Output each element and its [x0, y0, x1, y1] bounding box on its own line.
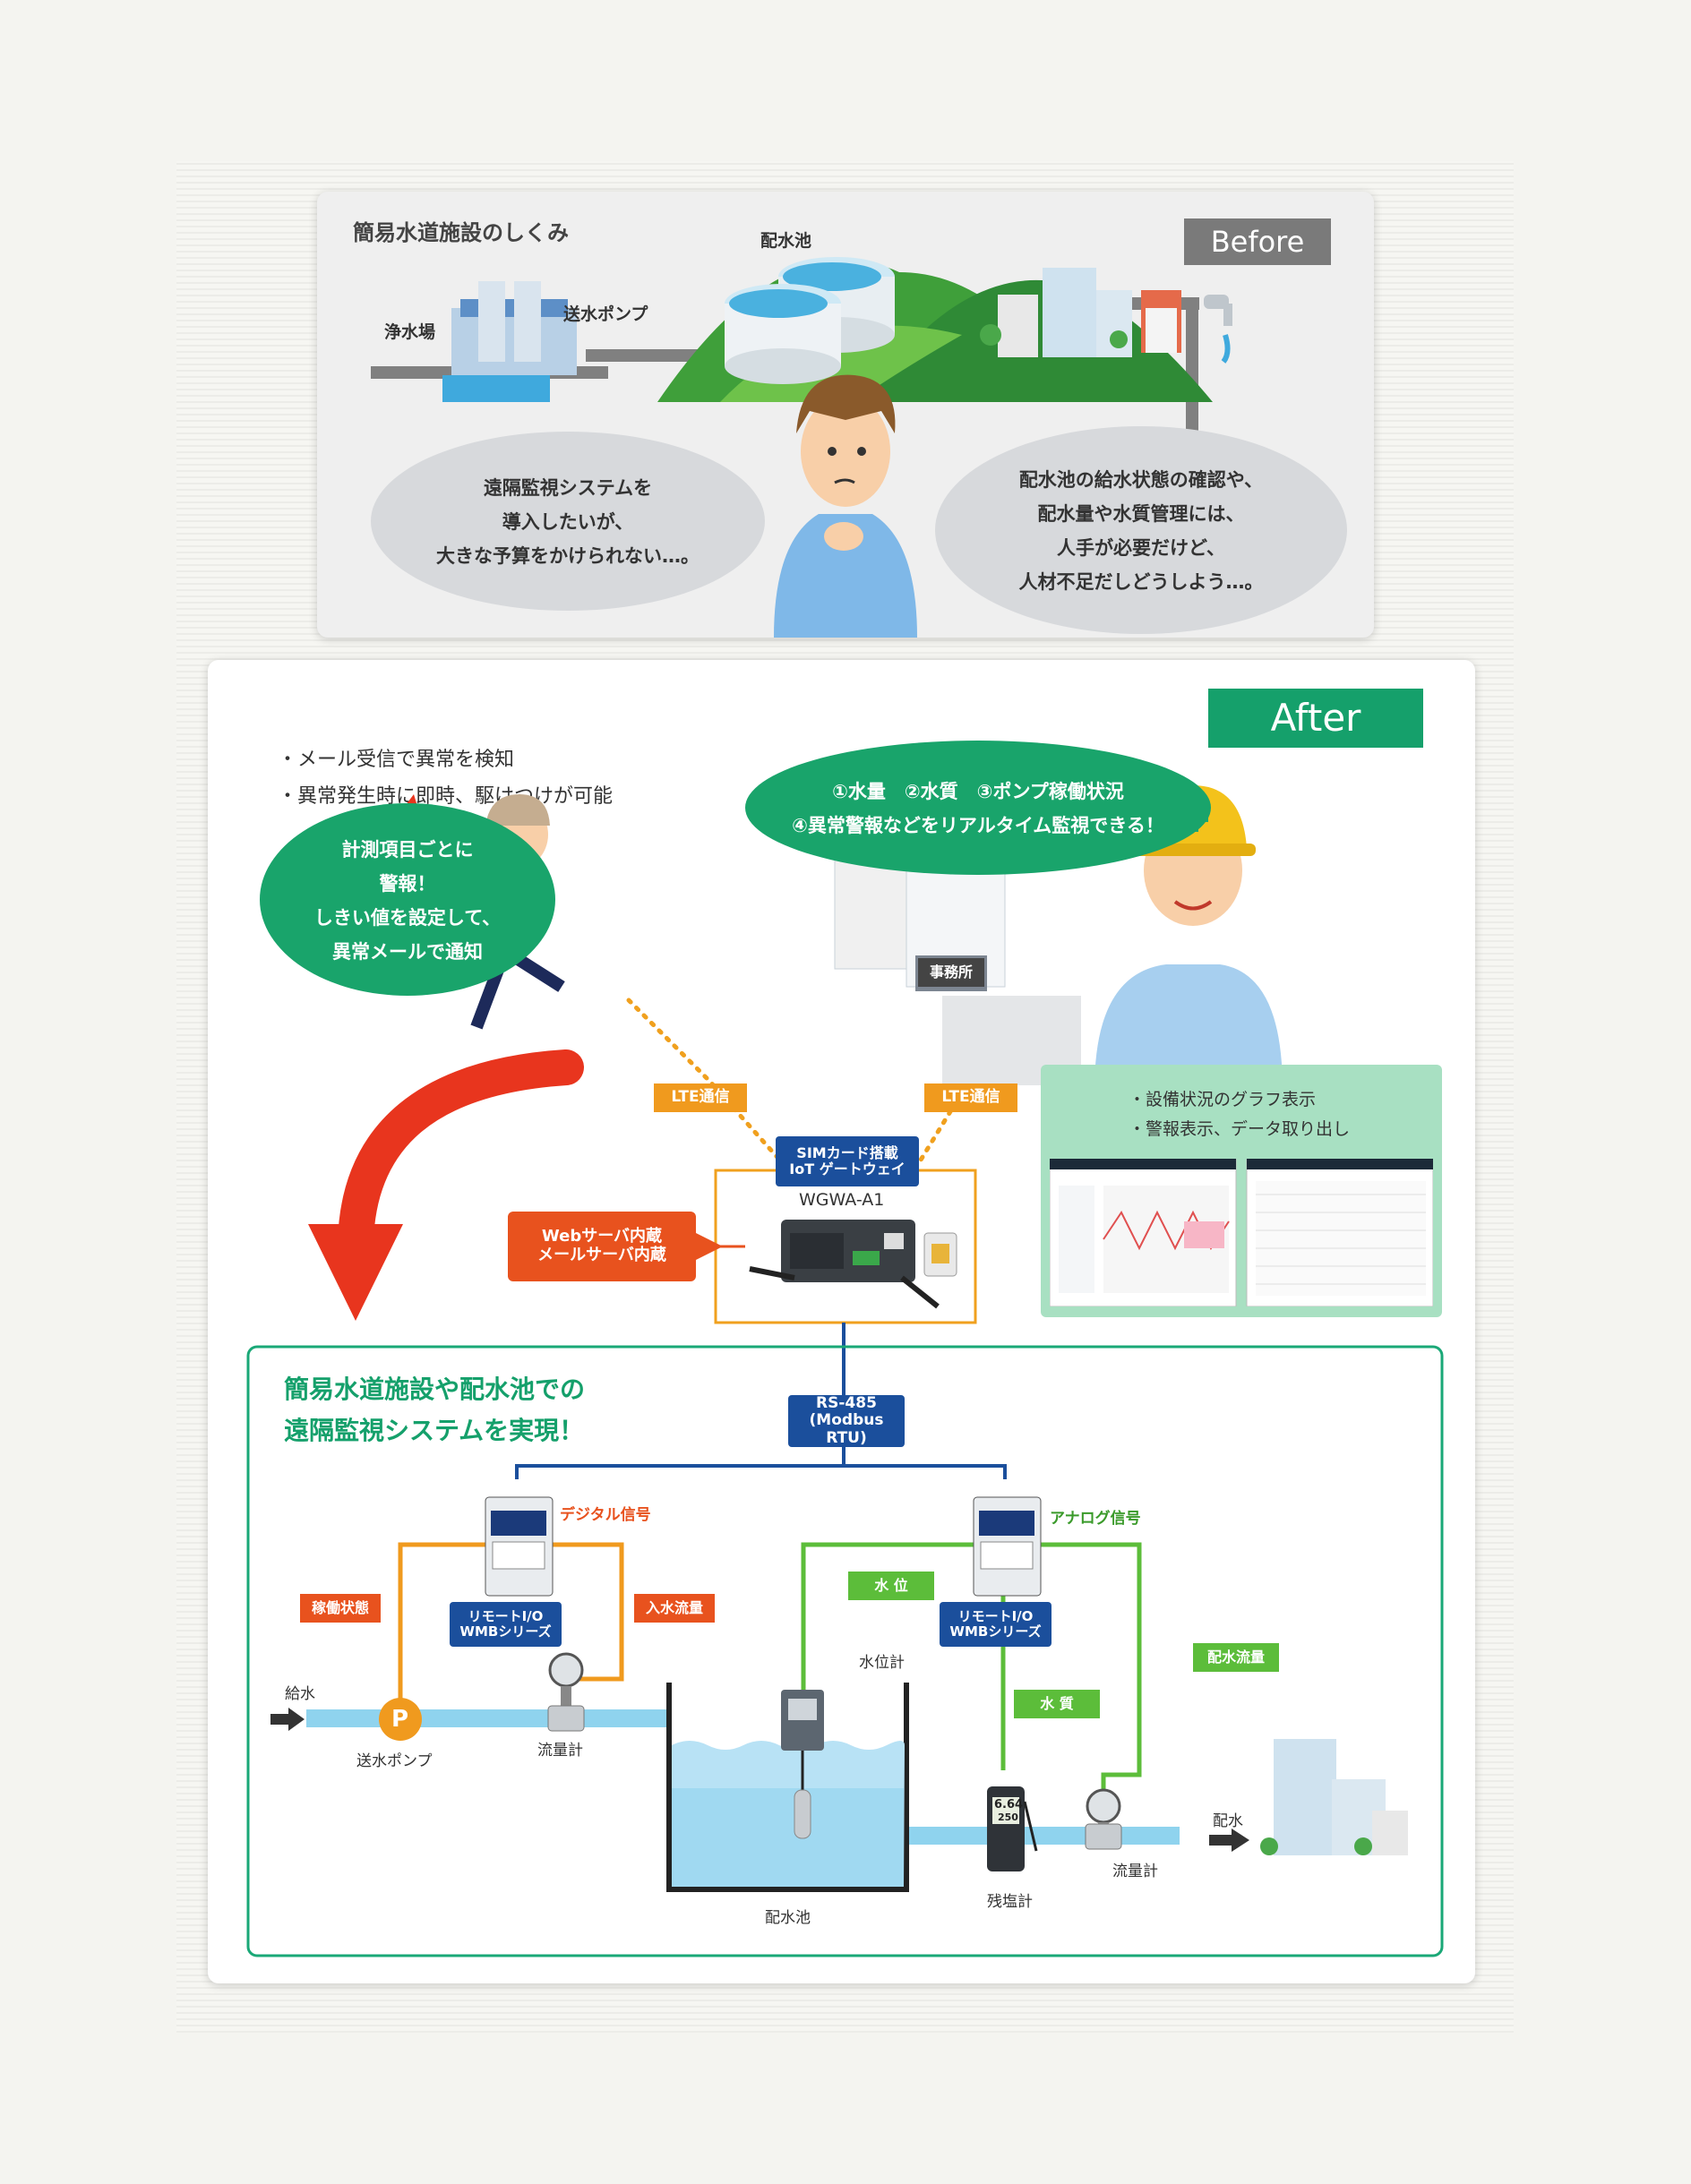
- dashboard-screens: [1050, 1159, 1433, 1306]
- bubble-right-line: 配水池の給水状態の確認や、: [1018, 469, 1264, 491]
- analog-signal-label: アナログ信号: [1050, 1510, 1141, 1528]
- after-bullet-mail: ・メール受信で異常を検知: [278, 749, 515, 771]
- gateway-badge-line: SIMカード搭載: [796, 1143, 898, 1161]
- chlorine-display-value: 6.64: [994, 1798, 1024, 1811]
- bubble-staff-concern: 配水池の給水状態の確認や、 配水量や水質管理には、 人手が必要だけど、 人材不足…: [935, 426, 1347, 634]
- rs485-badge: RS-485 (Modbus RTU): [788, 1393, 905, 1447]
- bubble-right-line: 人材不足だしどうしよう…。: [1018, 571, 1264, 593]
- label-supply-pump: 送水ポンプ: [563, 304, 648, 324]
- reservoir-label: 配水池: [765, 1909, 811, 1927]
- water-system-illustration: [371, 257, 1232, 638]
- gateway-badge: SIMカード搭載 IoT ゲートウェイ: [776, 1136, 919, 1186]
- water-quality-tag: 水 質: [1014, 1690, 1100, 1718]
- after-badge: After: [1208, 689, 1423, 748]
- distribution-label: 配水: [1213, 1812, 1243, 1830]
- pump-letter: P: [391, 1706, 409, 1733]
- flow-meter-right-label: 流量計: [1112, 1863, 1158, 1880]
- bubble-right-line: 人手が必要だけど、: [1057, 537, 1225, 559]
- lte-right-label: LTE通信: [924, 1083, 1017, 1112]
- dashboard-bullet-graph: ・設備状況のグラフ表示: [1129, 1090, 1317, 1109]
- chlorine-meter-label: 残塩計: [987, 1893, 1033, 1911]
- remote-io-left: リモートI/O WMBシリーズ: [450, 1602, 562, 1647]
- distribution-flow-tag: 配水流量: [1193, 1643, 1279, 1672]
- digital-signal-label: デジタル信号: [560, 1506, 651, 1524]
- chlorine-display-sub: 250: [998, 1811, 1018, 1823]
- remote-io-right: リモートI/O WMBシリーズ: [940, 1602, 1052, 1647]
- dashboard-panel: ・設備状況のグラフ表示 ・警報表示、データ取り出し: [1041, 1065, 1442, 1317]
- label-purification-plant: 浄水場: [384, 322, 436, 342]
- bubble-monitor-line: ④異常警報などをリアルタイム監視できる！: [792, 815, 1164, 836]
- server-badge: Webサーバ内蔵 メールサーバ内蔵: [508, 1212, 696, 1281]
- water-supply-label: 給水: [285, 1685, 315, 1703]
- supply-pump-label: 送水ポンプ: [356, 1752, 433, 1770]
- rs485-line: RS-485: [816, 1393, 877, 1412]
- bubble-alarm-line: 警報！: [379, 872, 436, 895]
- bubble-monitor-line: ①水量 ②水質 ③ポンプ稼働状況: [832, 781, 1124, 802]
- level-meter-label: 水位計: [859, 1654, 905, 1672]
- water-level-tag: 水 位: [848, 1572, 934, 1600]
- bubble-alarm-line: しきい値を設定して、: [313, 906, 502, 929]
- dashboard-bullet-alarm: ・警報表示、データ取り出し: [1129, 1119, 1351, 1139]
- before-badge: Before: [1184, 218, 1331, 265]
- system-title-line2: 遠隔監視システムを実現！: [284, 1416, 585, 1445]
- bubble-realtime-monitoring: ①水量 ②水質 ③ポンプ稼働状況 ④異常警報などをリアルタイム監視できる！: [745, 741, 1211, 875]
- bubble-alarm-line: 計測項目ごとに: [341, 838, 474, 861]
- lte-left-label: LTE通信: [654, 1083, 747, 1112]
- server-badge-line: Webサーバ内蔵: [541, 1227, 663, 1246]
- remote-io-right-line: WMBシリーズ: [949, 1623, 1042, 1640]
- gateway-badge-line: IoT ゲートウェイ: [789, 1161, 906, 1178]
- after-bullet-rush: ・異常発生時に即時、駆けつけが可能: [278, 785, 614, 808]
- office-label: 事務所: [918, 958, 984, 987]
- label-distribution-reservoir: 配水池: [760, 231, 812, 251]
- bubble-left-line: 遠隔監視システムを: [483, 477, 653, 499]
- before-title: 簡易水道施設のしくみ: [353, 220, 569, 245]
- gateway-model: WGWA-A1: [799, 1190, 885, 1210]
- operation-status-tag: 稼働状態: [300, 1594, 381, 1623]
- bubble-left-line: 導入したいが、: [502, 511, 634, 533]
- remote-io-right-line: リモートI/O: [957, 1607, 1034, 1624]
- system-title-line1: 簡易水道施設や配水池での: [284, 1375, 586, 1404]
- inflow-tag: 入水流量: [634, 1594, 715, 1623]
- flow-meter-left-label: 流量計: [537, 1742, 583, 1760]
- bubble-alarm-line: 異常メールで通知: [331, 940, 483, 963]
- remote-io-left-line: WMBシリーズ: [459, 1623, 552, 1640]
- after-panel: After ・メール受信で異常を検知 ・異常発生時に即時、駆けつけが可能: [208, 660, 1475, 1983]
- bubble-alarm-settings: 計測項目ごとに 警報！ しきい値を設定して、 異常メールで通知: [260, 803, 555, 996]
- bubble-budget-concern: 遠隔監視システムを 導入したいが、 大きな予算をかけられない…。: [371, 432, 765, 611]
- before-panel: 簡易水道施設のしくみ Before: [317, 192, 1374, 638]
- bubble-left-line: 大きな予算をかけられない…。: [436, 545, 700, 567]
- server-badge-line: メールサーバ内蔵: [537, 1246, 666, 1264]
- bubble-right-line: 配水量や水質管理には、: [1037, 503, 1245, 525]
- rs485-line: (Modbus RTU): [809, 1411, 884, 1447]
- remote-io-left-line: リモートI/O: [468, 1607, 544, 1624]
